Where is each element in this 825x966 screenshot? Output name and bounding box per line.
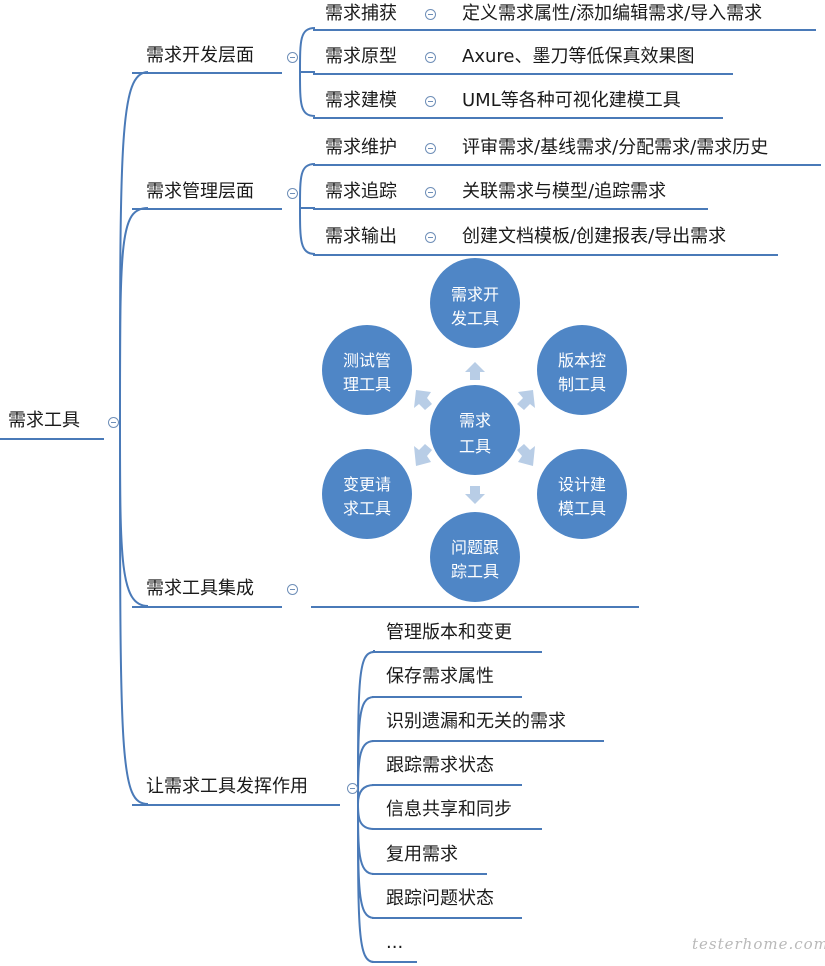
branch-dev-underline — [132, 72, 282, 74]
mgmt-item-2-collapse-icon[interactable] — [425, 232, 436, 243]
mgmt-item-0-collapse-icon[interactable] — [425, 143, 436, 154]
effect-item-4-underline — [372, 828, 542, 830]
dev-item-0-detail: 定义需求属性/添加编辑需求/导入需求 — [462, 3, 763, 24]
satellite-circle-dev — [430, 258, 520, 348]
branch-effect-collapse-icon[interactable] — [347, 783, 358, 794]
arrow-group — [414, 362, 535, 504]
mgmt-item-1-detail: 关联需求与模型/追踪需求 — [462, 181, 667, 202]
mgmt-item-2-underline — [313, 254, 778, 256]
branch-mgmt-label: 需求管理层面 — [146, 181, 254, 202]
hub-line2: 工具 — [459, 437, 491, 456]
sat-dev-line1: 需求开 — [451, 285, 499, 304]
mgmt-item-0-detail: 评审需求/基线需求/分配需求/需求历史 — [462, 137, 769, 158]
mgmt-item-1-name: 需求追踪 — [325, 181, 397, 202]
effect-item-1: 保存需求属性 — [386, 666, 494, 687]
satellite-circle-design — [537, 449, 627, 539]
integration-circle-diagram: 需求开 发工具 版本控 制工具 设计建 模工具 问题跟 踪工具 变更请 求工具 … — [322, 258, 627, 602]
dev-item-1-detail: Axure、墨刀等低保真效果图 — [462, 46, 695, 67]
sat-design-line1: 设计建 — [558, 475, 606, 494]
effect-item-7-underline — [372, 961, 417, 963]
effect-item-6-underline — [372, 917, 522, 919]
satellite-circle-test — [322, 325, 412, 415]
watermark-text: testerhome.com — [692, 935, 825, 953]
sat-design-line2: 模工具 — [558, 499, 606, 518]
dev-item-1-name: 需求原型 — [325, 46, 397, 67]
root-label: 需求工具 — [8, 410, 80, 431]
dev-item-1-underline — [313, 73, 733, 75]
dev-item-2-detail: UML等各种可视化建模工具 — [462, 90, 681, 111]
effect-item-4: 信息共享和同步 — [386, 799, 512, 820]
sat-change-line2: 求工具 — [343, 499, 391, 518]
satellite-circle-version — [537, 325, 627, 415]
dev-item-2-collapse-icon[interactable] — [425, 96, 436, 107]
sat-change-line1: 变更请 — [343, 475, 391, 494]
satellite-circle-issue — [430, 512, 520, 602]
root-underline — [0, 438, 104, 440]
dev-item-0-underline — [313, 29, 816, 31]
dev-item-0-collapse-icon[interactable] — [425, 9, 436, 20]
hub-circle — [430, 385, 520, 475]
sat-issue-line2: 踪工具 — [451, 562, 499, 581]
mgmt-item-0-underline — [313, 164, 821, 166]
branch-dev-label: 需求开发层面 — [146, 45, 254, 66]
dev-item-2-underline — [313, 117, 723, 119]
sat-dev-line2: 发工具 — [451, 309, 499, 328]
effect-item-7: ... — [386, 932, 404, 953]
dev-item-0-name: 需求捕获 — [325, 3, 397, 24]
hub-line1: 需求 — [459, 411, 491, 430]
sat-test-line1: 测试管 — [343, 351, 391, 370]
sat-version-line2: 制工具 — [558, 375, 606, 394]
effect-item-0: 管理版本和变更 — [386, 622, 512, 643]
sat-test-line2: 理工具 — [343, 375, 391, 394]
branch-integration-underline — [132, 606, 282, 608]
sat-version-line1: 版本控 — [558, 351, 606, 370]
effect-item-3-underline — [372, 784, 522, 786]
integration-diagram-underline — [311, 606, 639, 608]
satellite-circle-change — [322, 449, 412, 539]
effect-item-2: 识别遗漏和无关的需求 — [386, 711, 566, 732]
branch-integration-label: 需求工具集成 — [146, 578, 254, 599]
dev-item-2-name: 需求建模 — [325, 90, 397, 111]
mgmt-item-0-name: 需求维护 — [325, 137, 397, 158]
branch-mgmt-collapse-icon[interactable] — [287, 188, 298, 199]
mgmt-item-2-name: 需求输出 — [325, 226, 397, 247]
branch-dev-collapse-icon[interactable] — [287, 52, 298, 63]
effect-item-2-underline — [372, 740, 604, 742]
branch-mgmt-underline — [132, 208, 282, 210]
dev-item-1-collapse-icon[interactable] — [425, 52, 436, 63]
root-collapse-icon[interactable] — [108, 417, 119, 428]
mgmt-item-2-detail: 创建文档模板/创建报表/导出需求 — [462, 226, 727, 247]
effect-item-1-underline — [372, 696, 522, 698]
effect-item-5-underline — [372, 873, 487, 875]
mgmt-item-1-collapse-icon[interactable] — [425, 187, 436, 198]
mgmt-item-1-underline — [313, 208, 708, 210]
effect-item-5: 复用需求 — [386, 844, 458, 865]
effect-item-0-underline — [372, 651, 542, 653]
sat-issue-line1: 问题跟 — [451, 538, 499, 557]
branch-effect-underline — [132, 804, 340, 806]
branch-integration-collapse-icon[interactable] — [287, 584, 298, 595]
effect-item-6: 跟踪问题状态 — [386, 888, 494, 909]
branch-effect-label: 让需求工具发挥作用 — [146, 776, 308, 797]
effect-item-3: 跟踪需求状态 — [386, 755, 494, 776]
